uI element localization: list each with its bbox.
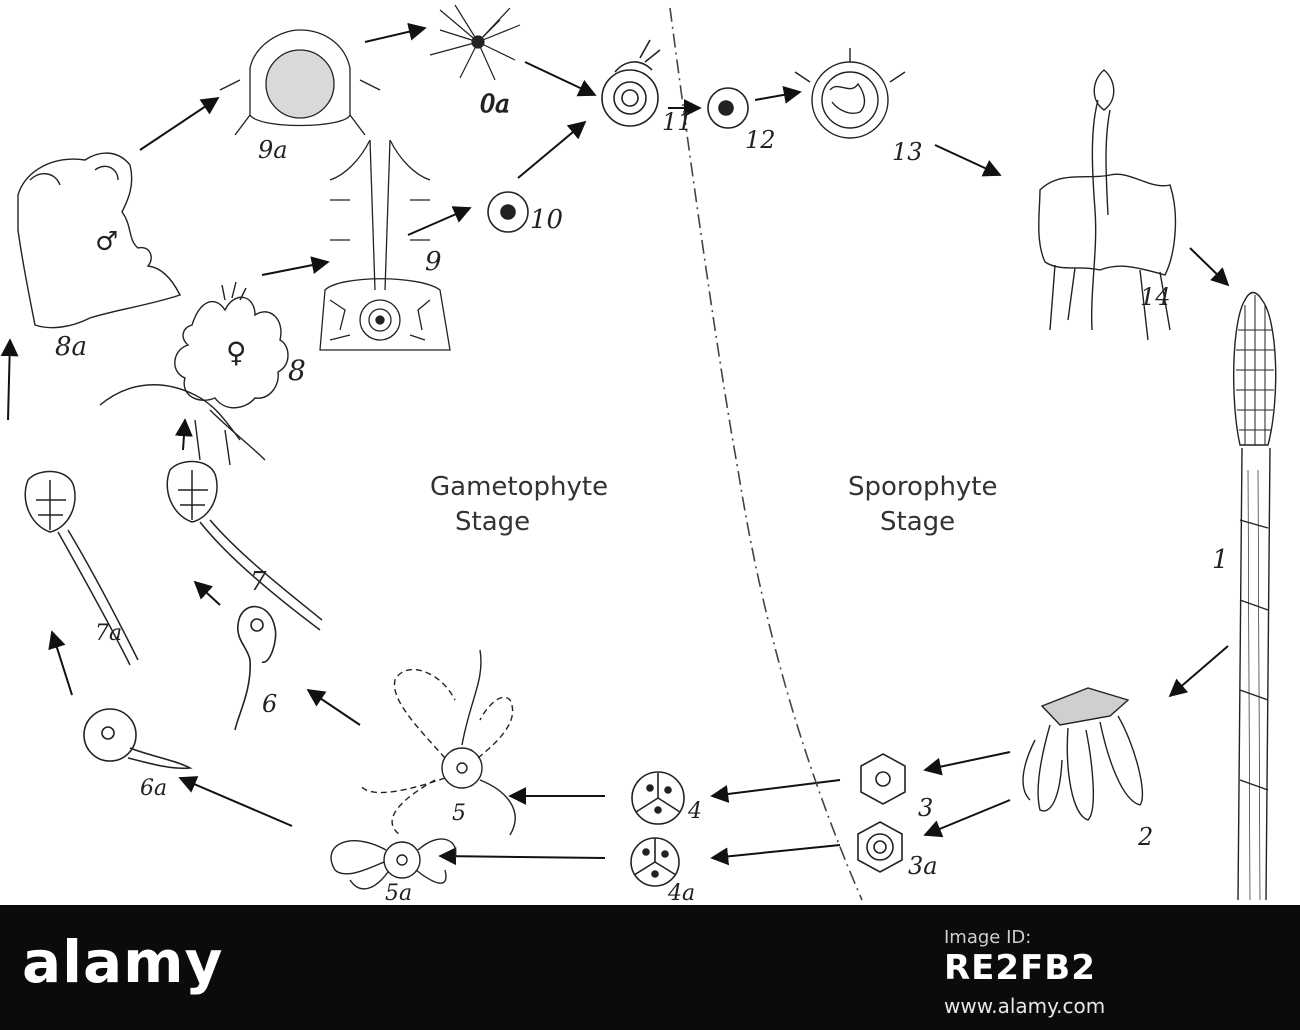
- figure-11-fertilized-egg: 11: [601, 39, 693, 136]
- image-id-value: RE2FB2: [944, 948, 1096, 988]
- label-1: 1: [1212, 545, 1229, 575]
- gametophyte-label-line2: Stage: [455, 507, 530, 537]
- label-2: 2: [1137, 823, 1153, 851]
- label-9: 9: [425, 247, 442, 277]
- figure-3a-spore: 3a: [857, 821, 938, 880]
- label-7a: 7a: [95, 621, 122, 646]
- cycle-arrows: [0, 22, 1230, 866]
- arrow-2-to-3a: [923, 799, 1011, 838]
- arrow-6-to-7: [193, 580, 221, 606]
- label-5a: 5a: [385, 881, 412, 905]
- sporophyte-label-line2: Stage: [880, 507, 955, 537]
- figure-6-germinating-spore: 6: [234, 605, 277, 731]
- arrow-1-to-2: [1168, 645, 1229, 698]
- label-6a: 6a: [140, 776, 167, 801]
- arrow-3a-to-4a: [710, 844, 841, 866]
- arrow-8a-to-9a: [139, 97, 220, 151]
- figure-2-sporangiophore: 2: [1022, 687, 1153, 851]
- stage-divider: [669, 7, 863, 901]
- label-3a: 3a: [908, 852, 938, 880]
- figure-10-egg: 10: [487, 191, 563, 235]
- label-10: 10: [530, 205, 563, 235]
- arrow-8-to-9: [261, 256, 330, 276]
- figure-7-young-prothallus: 7: [166, 460, 323, 631]
- arrow-3-to-4: [710, 779, 841, 803]
- label-0a: 0a: [480, 90, 510, 118]
- alamy-logo: alamy: [22, 928, 224, 996]
- label-3: 3: [918, 794, 933, 822]
- female-symbol: ♀: [226, 336, 246, 369]
- label-14: 14: [1140, 283, 1171, 311]
- figure-3-spore: 3: [860, 753, 933, 822]
- figure-4a-spore-dividing: 4a: [630, 837, 695, 905]
- figure-6a-germinating-spore: 6a: [83, 708, 193, 801]
- arrow-5-to-6: [306, 688, 361, 726]
- arrow-7a-to-8a: [0, 338, 19, 421]
- arrow-0a-to-11: [524, 61, 597, 97]
- figure-7a-young-prothallus: 7a: [24, 470, 139, 666]
- label-9a: 9a: [258, 136, 288, 164]
- arrow-14-to-1: [1189, 247, 1230, 287]
- arrow-9a-to-0a: [364, 22, 427, 43]
- label-8a: 8a: [55, 332, 87, 362]
- image-meta: Image ID: RE2FB2 www.alamy.com: [944, 927, 1274, 1018]
- figure-8a-male-prothallus: ♂ 8a: [17, 152, 181, 362]
- male-symbol: ♂: [95, 227, 118, 257]
- gametophyte-label-line1: Gametophyte: [430, 472, 608, 502]
- figure-8-female-prothallus: ♀ 8: [99, 281, 306, 466]
- label-5: 5: [452, 801, 466, 826]
- figure-14-young-sporophyte: 14: [1038, 69, 1177, 341]
- figure-0a-sperm-release: 0a: [429, 4, 521, 119]
- figure-9a-antheridium: 9a: [219, 29, 381, 164]
- figure-5a-spore-elaters: 5a: [330, 838, 457, 905]
- watermark-footer: alamy Image ID: RE2FB2 www.alamy.com: [0, 905, 1300, 1030]
- arrow-9-to-10: [407, 206, 472, 236]
- figure-12-zygote: 12: [707, 87, 776, 154]
- figure-9-archegonium: 9: [319, 139, 451, 351]
- arrow-13-to-14: [934, 144, 1002, 177]
- arrow-7-to-8: [174, 418, 193, 451]
- arrow-10-to-11: [517, 120, 587, 179]
- arrow-12-to-13: [754, 85, 802, 104]
- sporophyte-label-line1: Sporophyte: [848, 472, 998, 502]
- label-7: 7: [250, 567, 267, 597]
- alamy-url: www.alamy.com: [944, 994, 1106, 1018]
- label-13: 13: [892, 138, 923, 166]
- label-6: 6: [262, 690, 277, 718]
- arrow-4a-to-5a: [438, 847, 606, 866]
- arrow-2-to-3: [923, 751, 1011, 776]
- figure-5-spore-elaters: 5: [359, 649, 516, 836]
- arrow-5a-to-6a: [178, 776, 293, 827]
- life-cycle-diagram: Gametophyte Stage Sporophyte Stage 0a 11…: [0, 4, 1277, 905]
- arrow-6a-to-7a: [48, 630, 73, 696]
- image-id-label: Image ID:: [944, 927, 1032, 948]
- label-4: 4: [687, 799, 702, 824]
- label-4a: 4a: [667, 881, 695, 905]
- figure-1-strobilus-stem: 1: [1212, 291, 1277, 901]
- figure-4-spore-dividing: 4: [631, 771, 702, 825]
- label-12: 12: [745, 126, 776, 154]
- figure-13-embryo: 13: [794, 48, 923, 166]
- label-11: 11: [662, 108, 693, 136]
- stage-labels: Gametophyte Stage Sporophyte Stage: [430, 472, 998, 537]
- label-8: 8: [288, 354, 306, 387]
